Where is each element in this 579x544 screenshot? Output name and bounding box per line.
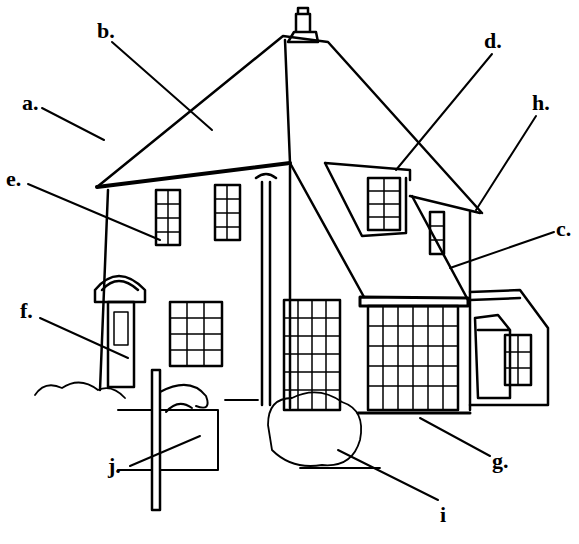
- roof-slope: [290, 163, 468, 300]
- window: [215, 185, 240, 240]
- leader-line: [420, 418, 490, 456]
- window-bars: [505, 335, 531, 385]
- window: [156, 190, 180, 245]
- bush: [35, 382, 125, 398]
- dormer: [325, 163, 410, 236]
- bay-roof: [360, 297, 468, 306]
- window-bars: [284, 300, 340, 410]
- callout-letter: c.: [556, 218, 571, 240]
- window-bars: [215, 185, 240, 240]
- window: [505, 335, 531, 385]
- roof-hip: [285, 40, 290, 163]
- sign-post: [152, 370, 160, 510]
- leader-line: [450, 232, 554, 268]
- callout-letter: f.: [20, 300, 33, 322]
- callout-letter: b.: [97, 20, 115, 42]
- callout-letter: j.: [108, 455, 121, 477]
- bay-window: [368, 306, 458, 410]
- leader-line: [338, 450, 438, 500]
- leader-line: [130, 436, 200, 466]
- front-door: [108, 302, 134, 387]
- leader-line: [476, 116, 536, 210]
- dormer-window: [368, 178, 400, 230]
- ground: [225, 400, 380, 468]
- callout-letter: d.: [484, 30, 502, 52]
- window-bars: [430, 226, 444, 240]
- window: [170, 302, 222, 366]
- annex: [470, 290, 548, 405]
- callout-letter: a.: [22, 92, 39, 114]
- callout-letter: g.: [492, 450, 509, 472]
- leader-line: [112, 42, 212, 130]
- callout-letter: i: [440, 504, 446, 526]
- leader-line: [42, 108, 104, 140]
- leader-line: [40, 318, 128, 358]
- callout-letter: h.: [532, 92, 550, 114]
- downpipe: [256, 174, 276, 405]
- bay-sill: [358, 412, 470, 415]
- leader-line: [396, 54, 492, 170]
- window-bars: [368, 306, 458, 410]
- garden-wall: [118, 410, 218, 470]
- window-bars: [170, 302, 222, 366]
- leader-line: [28, 184, 160, 240]
- window-bars: [156, 190, 180, 245]
- sign-scroll: [160, 385, 208, 412]
- window: [430, 212, 444, 254]
- door-canopy: [95, 276, 145, 302]
- french-doors: [284, 300, 340, 410]
- door-panel: [114, 312, 128, 345]
- window-bars: [368, 178, 400, 230]
- callout-letter: e.: [6, 168, 21, 190]
